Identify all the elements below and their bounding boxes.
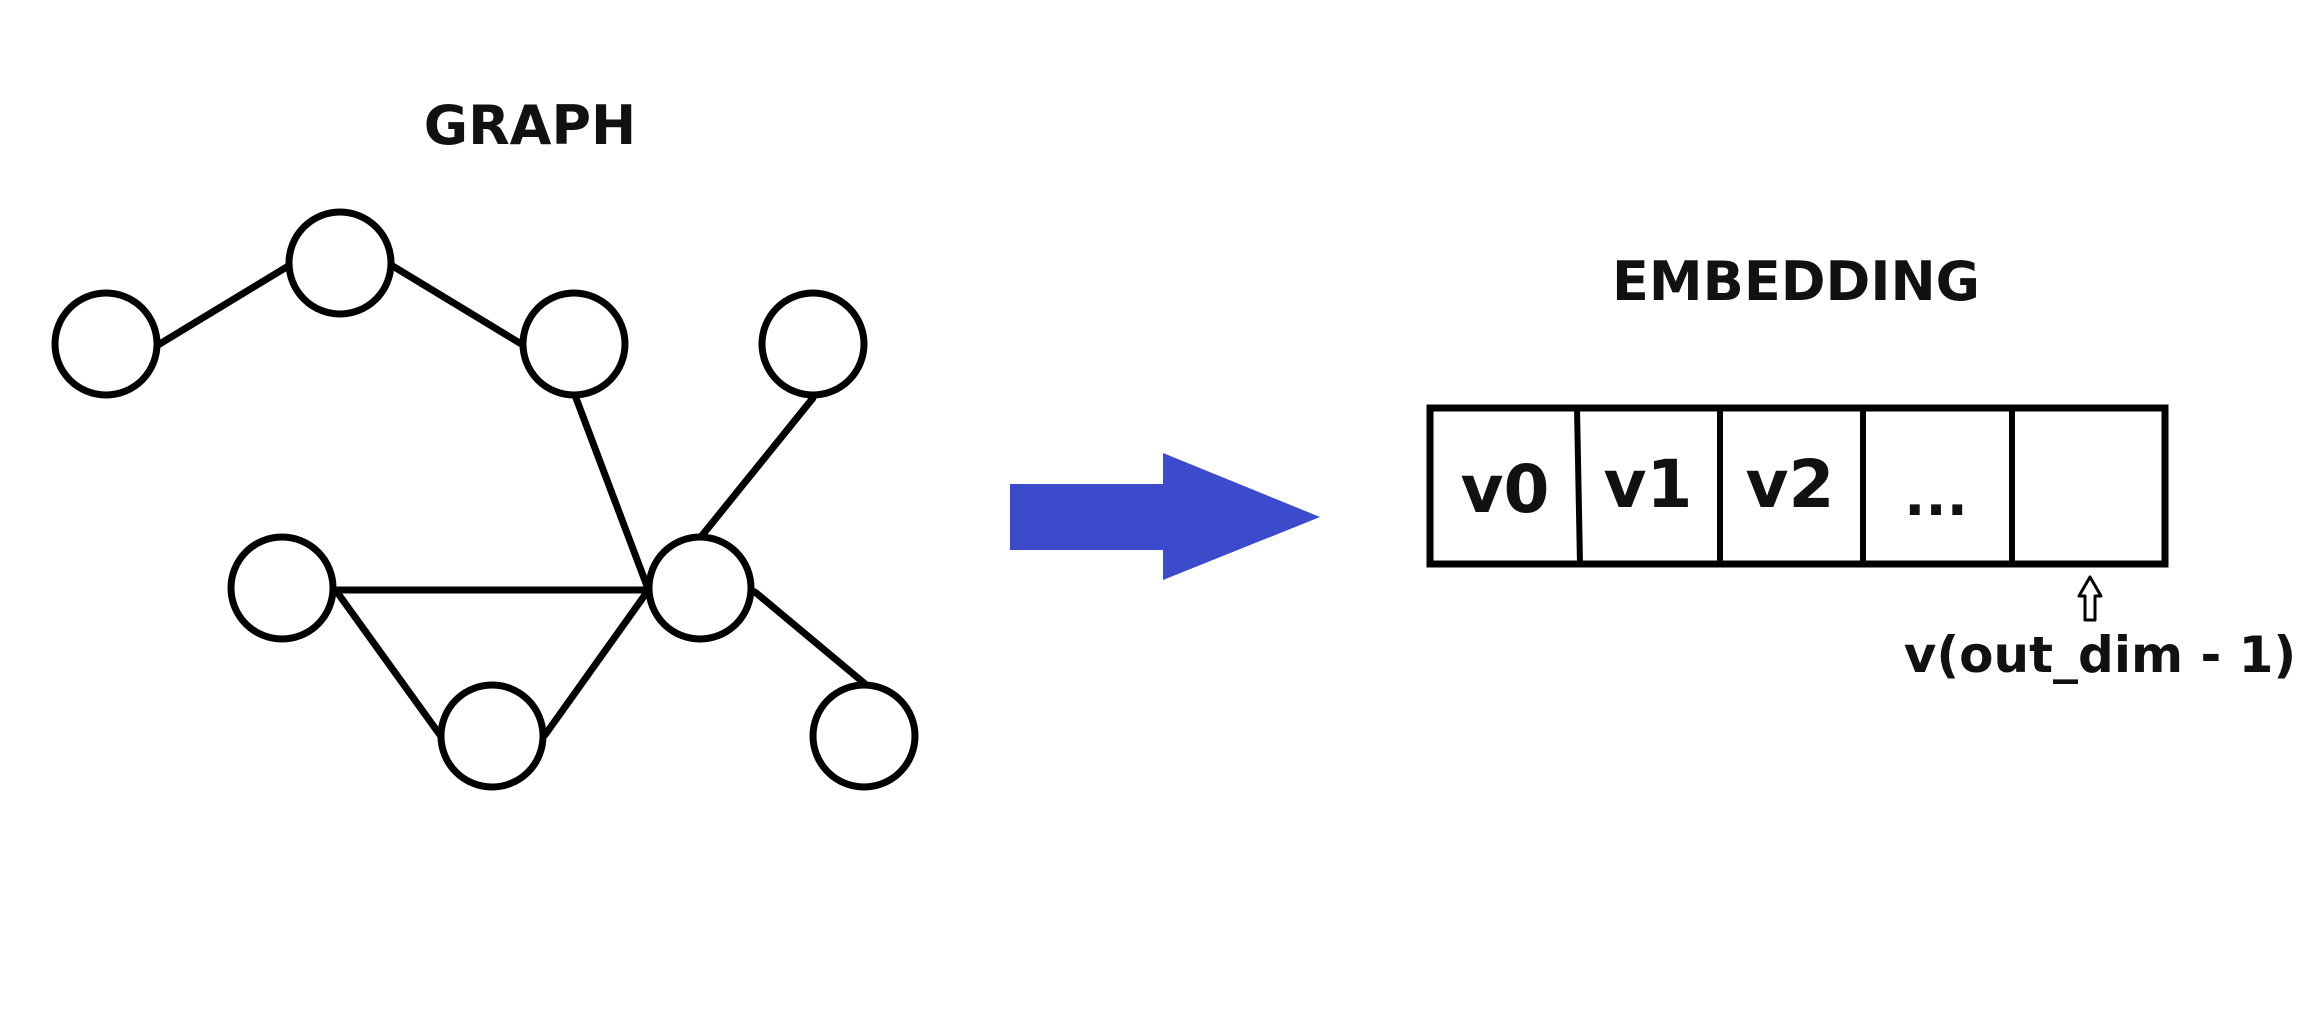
- graph-node: [519, 289, 629, 399]
- embedding-section: EMBEDDING v0 v1 v2 ... v(out_dim - 1): [1426, 250, 2297, 684]
- embedding-cell-v1: v1: [1604, 446, 1693, 523]
- graph-edge: [572, 394, 651, 590]
- graph-section: GRAPH: [51, 94, 919, 791]
- graph-edge: [387, 261, 527, 349]
- graph-title: GRAPH: [424, 94, 636, 157]
- embedding-vector-frame: [1426, 404, 2169, 568]
- embedding-cell-v0: v0: [1461, 451, 1550, 528]
- graph-node: [758, 289, 868, 399]
- graph-node: [809, 681, 919, 791]
- graph-node: [437, 681, 547, 791]
- embedding-cell-divider: [1574, 407, 1583, 565]
- embedding-vector: v0 v1 v2 ...: [1426, 404, 2169, 568]
- last-index-label: v(out_dim - 1): [1904, 626, 2297, 684]
- graph-edge: [154, 261, 294, 349]
- graph-edge: [333, 588, 444, 739]
- transform-arrow: [1010, 453, 1320, 580]
- graph-node: [227, 533, 337, 643]
- graph-edge: [696, 394, 817, 542]
- embedding-cell-ellipsis: ...: [1904, 464, 1968, 529]
- up-arrow-icon: [2077, 575, 2103, 622]
- graph-nodes: [51, 208, 919, 791]
- graph-edge: [751, 588, 874, 692]
- graph-node: [51, 289, 161, 399]
- graph-edges: [154, 261, 874, 739]
- graph-edge: [541, 588, 651, 739]
- embedding-cell-v2: v2: [1746, 446, 1835, 523]
- graph-node: [645, 533, 755, 643]
- embedding-title: EMBEDDING: [1612, 250, 1980, 313]
- graph-node: [285, 208, 395, 318]
